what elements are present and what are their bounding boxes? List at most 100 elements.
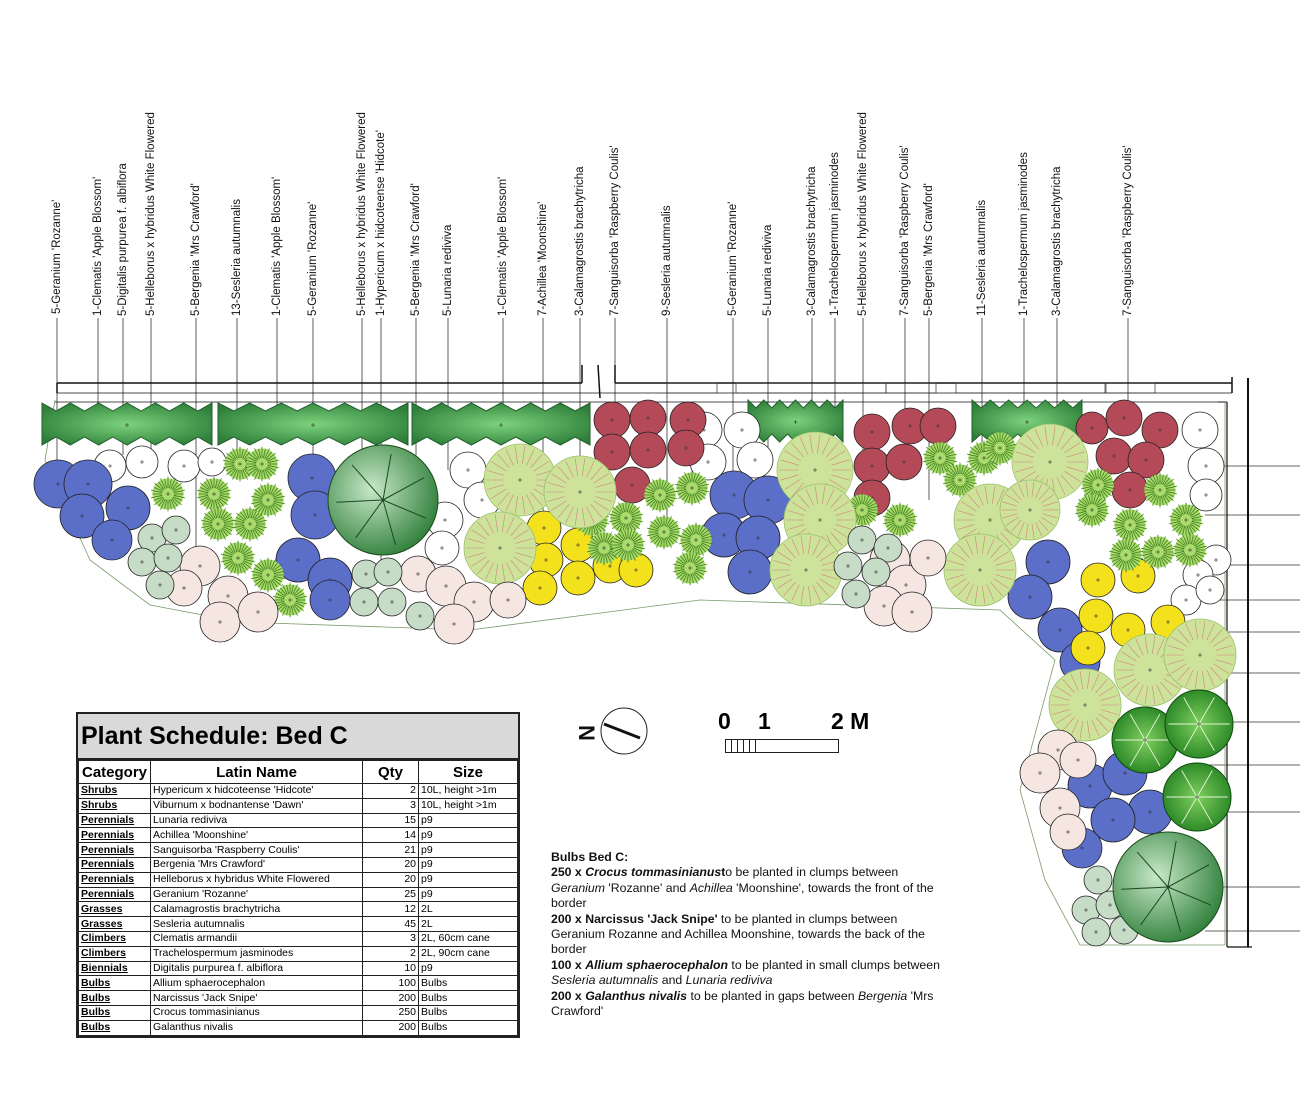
schedule-cell-qty: 200 — [362, 1019, 419, 1036]
sesleria-symbol — [1109, 537, 1143, 573]
geranium-symbol — [1007, 574, 1053, 620]
scale-bar-graphic — [725, 739, 839, 753]
sesleria-symbol — [611, 527, 645, 563]
schedule-cell-qty: 250 — [362, 1004, 419, 1021]
bergenia-symbol — [1049, 813, 1087, 851]
schedule-cell-name: Galanthus nivalis — [150, 1019, 363, 1036]
schedule-cell-name: Viburnum x bodnantense 'Dawn' — [150, 797, 363, 814]
schedule-cell-name: Sesleria autumnalis — [150, 916, 363, 932]
plant-label: 5-Lunaria rediviva — [762, 224, 774, 316]
schedule-cell-size: p9 — [418, 886, 518, 903]
lunaria-symbol — [833, 551, 863, 581]
bulb-notes: Bulbs Bed C: 250 x Crocus tommasinianust… — [551, 850, 951, 1019]
schedule-cell-category: Bulbs — [78, 975, 151, 992]
schedule-cell-category: Perennials — [78, 886, 151, 903]
sesleria-symbol — [883, 502, 917, 538]
lunaria-symbol — [373, 557, 403, 587]
sesleria-symbol — [201, 506, 235, 542]
sanguisorba-symbol — [1111, 471, 1149, 509]
schedule-cell-qty: 100 — [362, 975, 419, 992]
geranium-symbol — [91, 519, 133, 561]
schedule-header-category: Category — [78, 760, 151, 784]
bergenia-symbol — [891, 591, 933, 633]
helleborus-symbol — [167, 449, 201, 483]
sanguisorba-symbol — [853, 447, 891, 485]
sanguisorba-symbol — [885, 443, 923, 481]
sesleria-symbol — [1075, 492, 1109, 528]
schedule-cell-size: 2L, 60cm cane — [418, 930, 518, 947]
bulb-note-allium: 100 x Allium sphaerocephalon to be plant… — [551, 957, 940, 988]
geranium-symbol — [1090, 797, 1136, 843]
helleborus-symbol — [736, 441, 774, 479]
plant-label: 5-Bergenia 'Mrs Crawford' — [190, 183, 202, 316]
plant-label: 1-Trachelospermum jasminodes — [1018, 152, 1030, 316]
helleborus-symbol — [424, 530, 460, 566]
viburnum-symbol — [1162, 762, 1232, 832]
sanguisorba-symbol — [1141, 411, 1179, 449]
sesleria-symbol — [923, 440, 957, 476]
schedule-cell-size: p9 — [418, 871, 518, 888]
schedule-cell-qty: 2 — [362, 783, 419, 799]
plant-label: 5-Geranium 'Rozanne' — [727, 202, 739, 316]
sesleria-symbol — [1113, 507, 1147, 543]
plant-symbols — [33, 398, 1237, 947]
sesleria-symbol — [1169, 502, 1203, 538]
helleborus-symbol — [1195, 575, 1225, 605]
calamagrostis-symbol — [943, 533, 1017, 607]
sesleria-symbol — [233, 506, 267, 542]
clematis-symbol — [411, 402, 591, 446]
schedule-cell-qty: 25 — [362, 886, 419, 903]
lunaria-symbol — [1081, 917, 1111, 947]
sanguisorba-symbol — [853, 413, 891, 451]
geranium-symbol — [727, 549, 773, 595]
schedule-cell-size: 10L, height >1m — [418, 783, 518, 799]
lunaria-symbol — [861, 557, 891, 587]
sanguisorba-symbol — [1095, 437, 1133, 475]
plant-label: 5-Bergenia 'Mrs Crawford' — [410, 183, 422, 316]
calamagrostis-symbol — [1048, 668, 1122, 742]
lunaria-symbol — [847, 525, 877, 555]
schedule-title: Plant Schedule: Bed C — [78, 714, 518, 760]
sanguisorba-symbol — [1105, 399, 1143, 437]
achillea-symbol — [1080, 562, 1116, 598]
sesleria-symbol — [151, 476, 185, 512]
schedule-cell-qty: 14 — [362, 827, 419, 844]
plant-schedule: Plant Schedule: Bed C Category Latin Nam… — [76, 712, 520, 1038]
plant-label: 11-Sesleria autumnalis — [976, 200, 988, 316]
schedule-cell-name: Allium sphaerocephalon — [150, 975, 363, 992]
schedule-cell-name: Sanguisorba 'Raspberry Coulis' — [150, 842, 363, 858]
plant-label: 5-Helleborus x hybridus White Flowered — [145, 112, 157, 316]
plant-label: 5-Geranium 'Rozanne' — [307, 202, 319, 316]
calamagrostis-symbol — [543, 455, 617, 529]
schedule-cell-name: Helleborus x hybridus White Flowered — [150, 871, 363, 888]
schedule-cell-category: Grasses — [78, 916, 151, 932]
schedule-cell-size: 2L — [418, 901, 518, 918]
schedule-cell-size: p9 — [418, 827, 518, 844]
plant-label: 7-Sanguisorba 'Raspberry Coulis' — [899, 145, 911, 316]
schedule-cell-size: 10L, height >1m — [418, 797, 518, 814]
sesleria-symbol — [1141, 534, 1175, 570]
plant-label: 5-Digitalis purpurea f. albiflora — [117, 163, 129, 316]
lunaria-symbol — [405, 601, 435, 631]
plant-label: 7-Sanguisorba 'Raspberry Coulis' — [1122, 145, 1134, 316]
bergenia-symbol — [909, 539, 947, 577]
lunaria-symbol — [127, 547, 157, 577]
viburnum-symbol — [1111, 706, 1179, 774]
sanguisorba-symbol — [593, 401, 631, 439]
calamagrostis-symbol — [999, 479, 1061, 541]
plant-label-group: 5-Geranium 'Rozanne'1-Clematis 'Apple Bl… — [51, 112, 1300, 932]
helleborus-symbol — [1189, 478, 1223, 512]
geranium-symbol — [59, 493, 105, 539]
bulb-note-narcissus: 200 x Narcissus 'Jack Snipe' to be plant… — [551, 911, 925, 957]
schedule-cell-category: Shrubs — [78, 783, 151, 799]
achillea-symbol — [1070, 630, 1106, 666]
schedule-cell-name: Clematis armandii — [150, 930, 363, 947]
schedule-cell-qty: 2 — [362, 945, 419, 962]
lunaria-symbol — [161, 515, 191, 545]
